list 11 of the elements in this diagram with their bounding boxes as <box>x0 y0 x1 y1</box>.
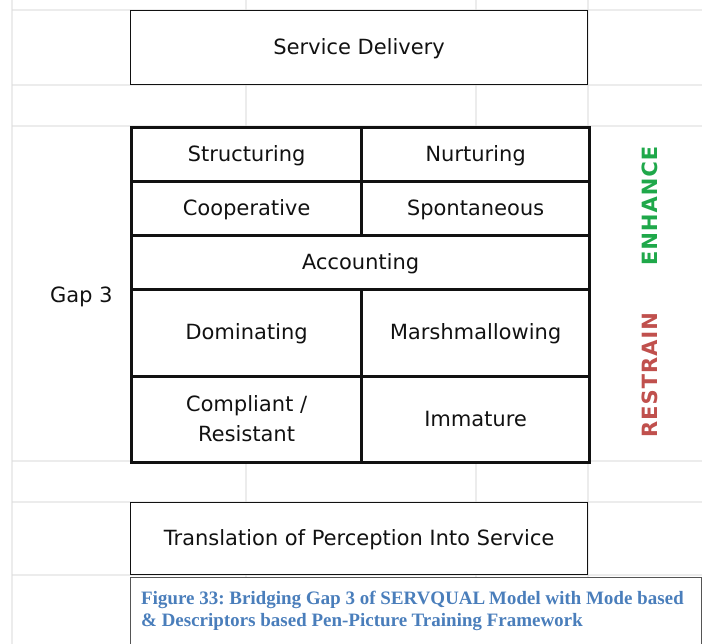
mode-cell: Accounting <box>130 234 591 291</box>
stage-box: Translation of Perception Into Service <box>130 502 588 575</box>
enhance-label: ENHANCE <box>638 144 662 268</box>
gap-label: Gap 3 <box>50 283 113 307</box>
mode-cell: Nurturing <box>360 126 591 183</box>
stage-box: Service Delivery <box>130 10 588 85</box>
mode-cell: Compliant / Resistant <box>130 375 363 464</box>
figure-caption: Figure 33: Bridging Gap 3 of SERVQUAL Model with Mode based & Descriptors based Pen-Picture Training Framework <box>130 577 702 644</box>
mode-cell: Structuring <box>130 126 363 183</box>
mode-cell: Immature <box>360 375 591 464</box>
restrain-label: RESTRAIN <box>638 312 662 437</box>
